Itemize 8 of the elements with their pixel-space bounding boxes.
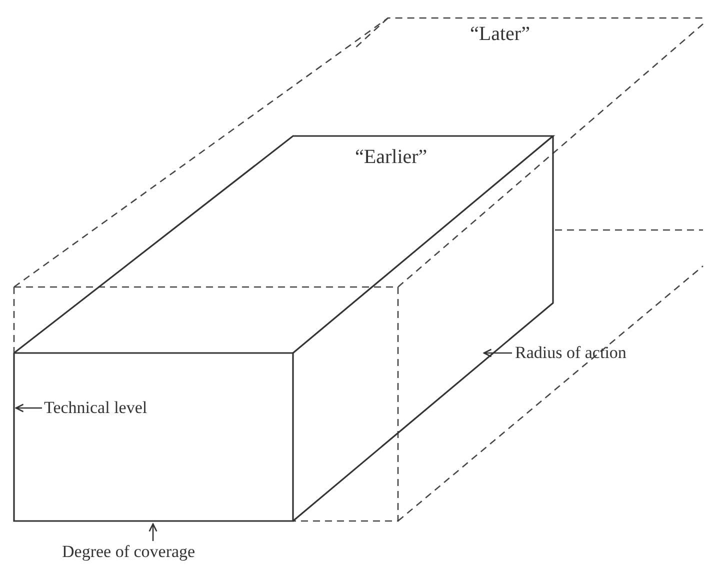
box-label: “Later” [470, 22, 530, 46]
leader-arrow [483, 348, 512, 358]
leader-arrow [15, 404, 42, 412]
part-label: Radius of action [515, 343, 626, 363]
part-label: Technical level [44, 398, 148, 418]
box-label: “Earlier” [355, 145, 428, 169]
part-label: Degree of coverage [62, 542, 196, 562]
leader-arrow [148, 523, 158, 541]
